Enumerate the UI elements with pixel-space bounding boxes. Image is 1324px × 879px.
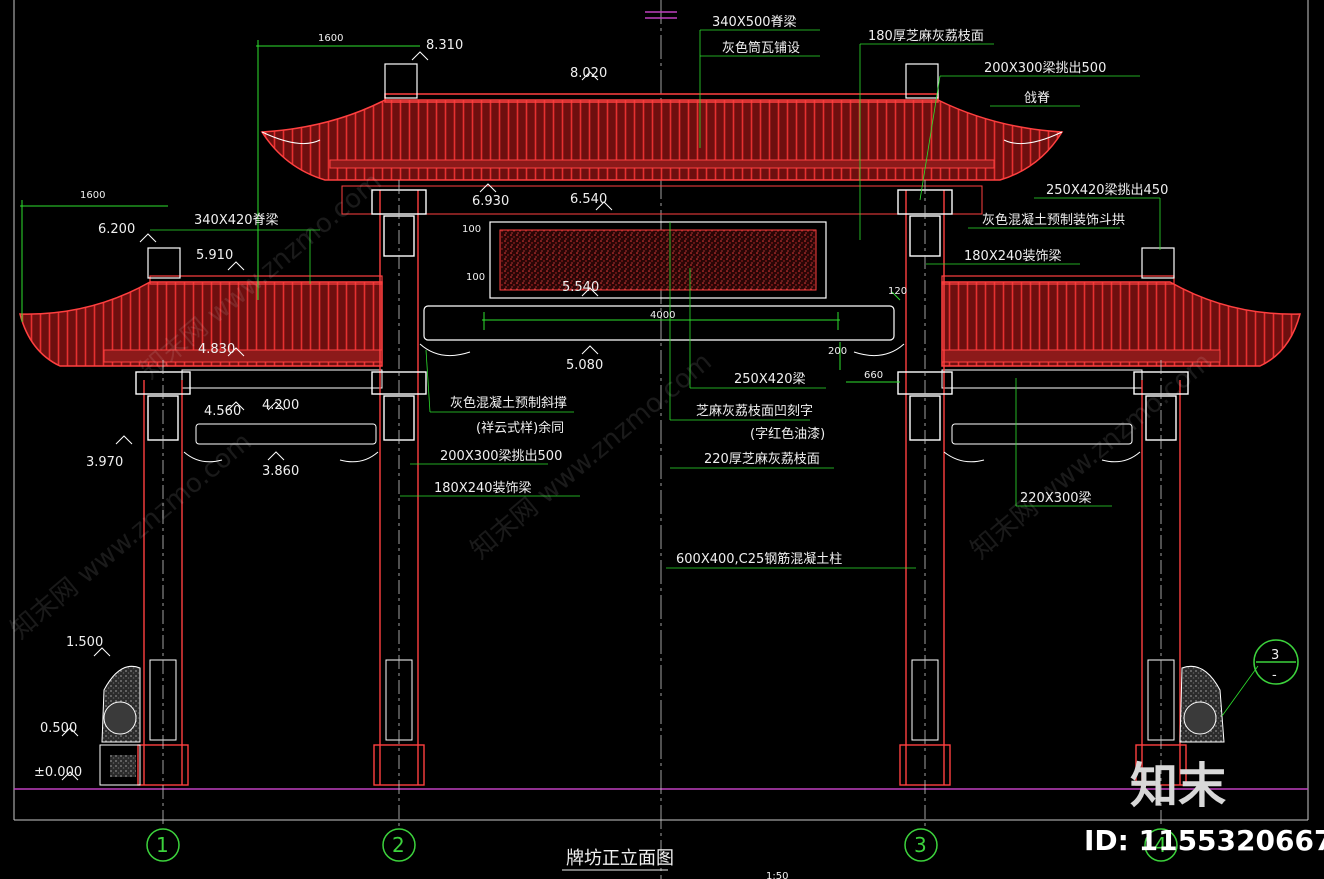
main-roof (260, 63, 1064, 215)
left-side-roof (19, 247, 383, 445)
note-180-granite: 180厚芝麻灰荔枝面 (868, 28, 984, 44)
dim-4000: 4000 (650, 310, 675, 321)
axis-label-1: 1 (156, 833, 169, 857)
drawing-title: 牌坊正立面图 (566, 848, 674, 869)
level-5540: 5.540 (562, 280, 599, 295)
level-5080: 5.080 (566, 358, 603, 373)
note-precast-bracket: 灰色混凝土预制装饰斗拱 (982, 212, 1125, 228)
leader-lines (150, 29, 1259, 717)
level-6930: 6.930 (472, 194, 509, 209)
symmetry-mark (645, 11, 677, 19)
level-4200: 4.200 (262, 398, 299, 413)
level-markers (61, 51, 613, 781)
stone-lion-left (99, 665, 141, 786)
axis-label-3: 3 (914, 833, 927, 857)
note-cloud-pattern: (祥云式样)余同 (476, 420, 564, 436)
note-grey-tile: 灰色筒瓦铺设 (722, 40, 800, 56)
note-beam-220x300: 220X300梁 (1020, 491, 1092, 506)
note-rc-column: 600X400,C25钢筋混凝土柱 (676, 551, 842, 567)
annotation-texts: 340X500脊梁 灰色筒瓦铺设 180厚芝麻灰荔枝面 200X300梁挑出50… (194, 15, 1168, 567)
dimension-texts: 1600 1600 4000 100 100 120 200 660 (80, 33, 907, 381)
dimension-lines (20, 40, 901, 383)
note-ridge-beam-340x420: 340X420脊梁 (194, 213, 279, 228)
axis-lines (162, 180, 1162, 828)
note-hip-ridge: 戗脊 (1024, 91, 1050, 106)
level-0500: 0.500 (40, 721, 77, 736)
dim-200: 200 (828, 346, 847, 357)
dim-660: 660 (864, 370, 883, 381)
note-deco-beam-left: 180X240装饰梁 (434, 481, 532, 496)
note-precast-brace: 灰色混凝土预制斜撑 (450, 395, 567, 411)
stone-lion-right (1179, 665, 1225, 743)
dim-1600-top: 1600 (318, 33, 343, 44)
level-8310: 8.310 (426, 38, 463, 53)
note-deco-beam-right: 180X240装饰梁 (964, 249, 1062, 264)
signboard (423, 221, 895, 341)
cloud-braces (183, 343, 1141, 463)
note-ridge-beam-340x500: 340X500脊梁 (712, 15, 797, 30)
note-beam-250x420: 250X420梁 (734, 372, 806, 387)
level-4560: 4.560 (204, 404, 241, 419)
detail-ref-top: 3 (1271, 648, 1279, 663)
level-3970: 3.970 (86, 455, 123, 470)
level-6540: 6.540 (570, 192, 607, 207)
axis-label-2: 2 (392, 833, 405, 857)
note-engraved-text: 芝麻灰荔枝面凹刻字 (696, 403, 813, 419)
level-texts: 8.310 8.020 6.930 6.540 6.200 5.910 5.54… (34, 38, 607, 780)
brand-logo: 知末 (1130, 758, 1226, 814)
axis-bubbles (146, 639, 1299, 862)
right-side-roof (941, 247, 1301, 445)
level-3860: 3.860 (262, 464, 299, 479)
note-beam-200x300-left: 200X300梁挑出500 (440, 449, 562, 464)
note-beam-250x420-out: 250X420梁挑出450 (1046, 183, 1168, 198)
level-4830: 4.830 (198, 342, 235, 357)
level-5910: 5.910 (196, 248, 233, 263)
note-red-paint: (字红色油漆) (750, 426, 825, 442)
dim-100a: 100 (462, 224, 481, 235)
axis-labels: 1 2 3 4 3 - (156, 648, 1279, 857)
level-8020: 8.020 (570, 66, 607, 81)
level-0000: ±0.000 (34, 765, 82, 780)
dim-120: 120 (888, 286, 907, 297)
level-6200: 6.200 (98, 222, 135, 237)
level-1500: 1.500 (66, 635, 103, 650)
drawing-scale: 1:50 (766, 871, 788, 879)
note-220-granite: 220厚芝麻灰荔枝面 (704, 451, 820, 467)
dim-100b: 100 (466, 272, 485, 283)
watermark-text-4: 知末网 www.znzmo.com (5, 427, 257, 646)
image-id-label: ID: 1155320667 (1084, 824, 1324, 857)
axis-label-4: 4 (1154, 833, 1167, 857)
note-beam-200x300-top: 200X300梁挑出500 (984, 61, 1106, 76)
dim-1600-left: 1600 (80, 190, 105, 201)
detail-ref-bottom: - (1272, 668, 1277, 683)
